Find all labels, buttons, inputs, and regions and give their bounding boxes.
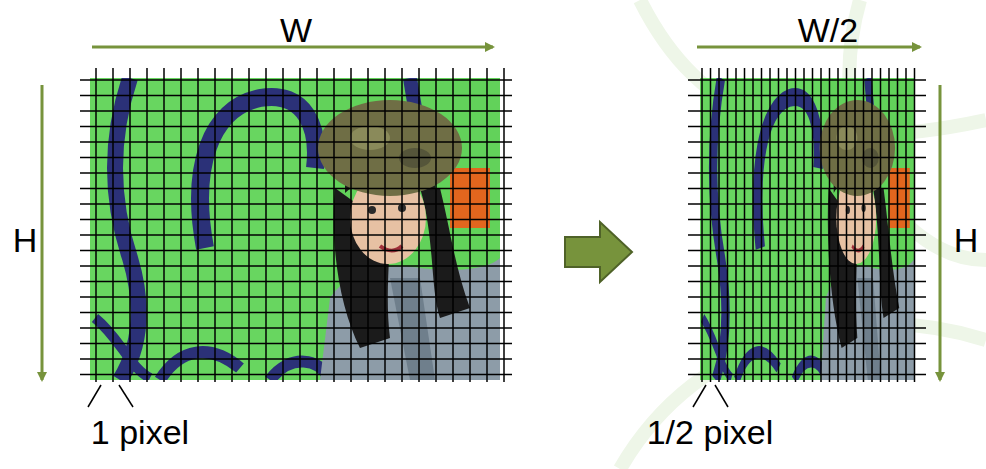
- width-label: W/2: [798, 13, 858, 47]
- watermark: [620, 0, 986, 469]
- pixel-size-label: 1 pixel: [91, 415, 189, 449]
- squeezed-photo: [700, 78, 915, 380]
- width-label: W: [280, 13, 312, 47]
- dimension-arrows: [42, 47, 940, 380]
- photo: [90, 78, 500, 380]
- pixel-size-label: 1/2 pixel: [647, 415, 774, 449]
- height-label: H: [954, 223, 979, 257]
- height-label: H: [13, 223, 38, 257]
- transform-arrow: [565, 222, 632, 282]
- leader-lines: [88, 385, 728, 407]
- pixel-grid: [80, 68, 926, 382]
